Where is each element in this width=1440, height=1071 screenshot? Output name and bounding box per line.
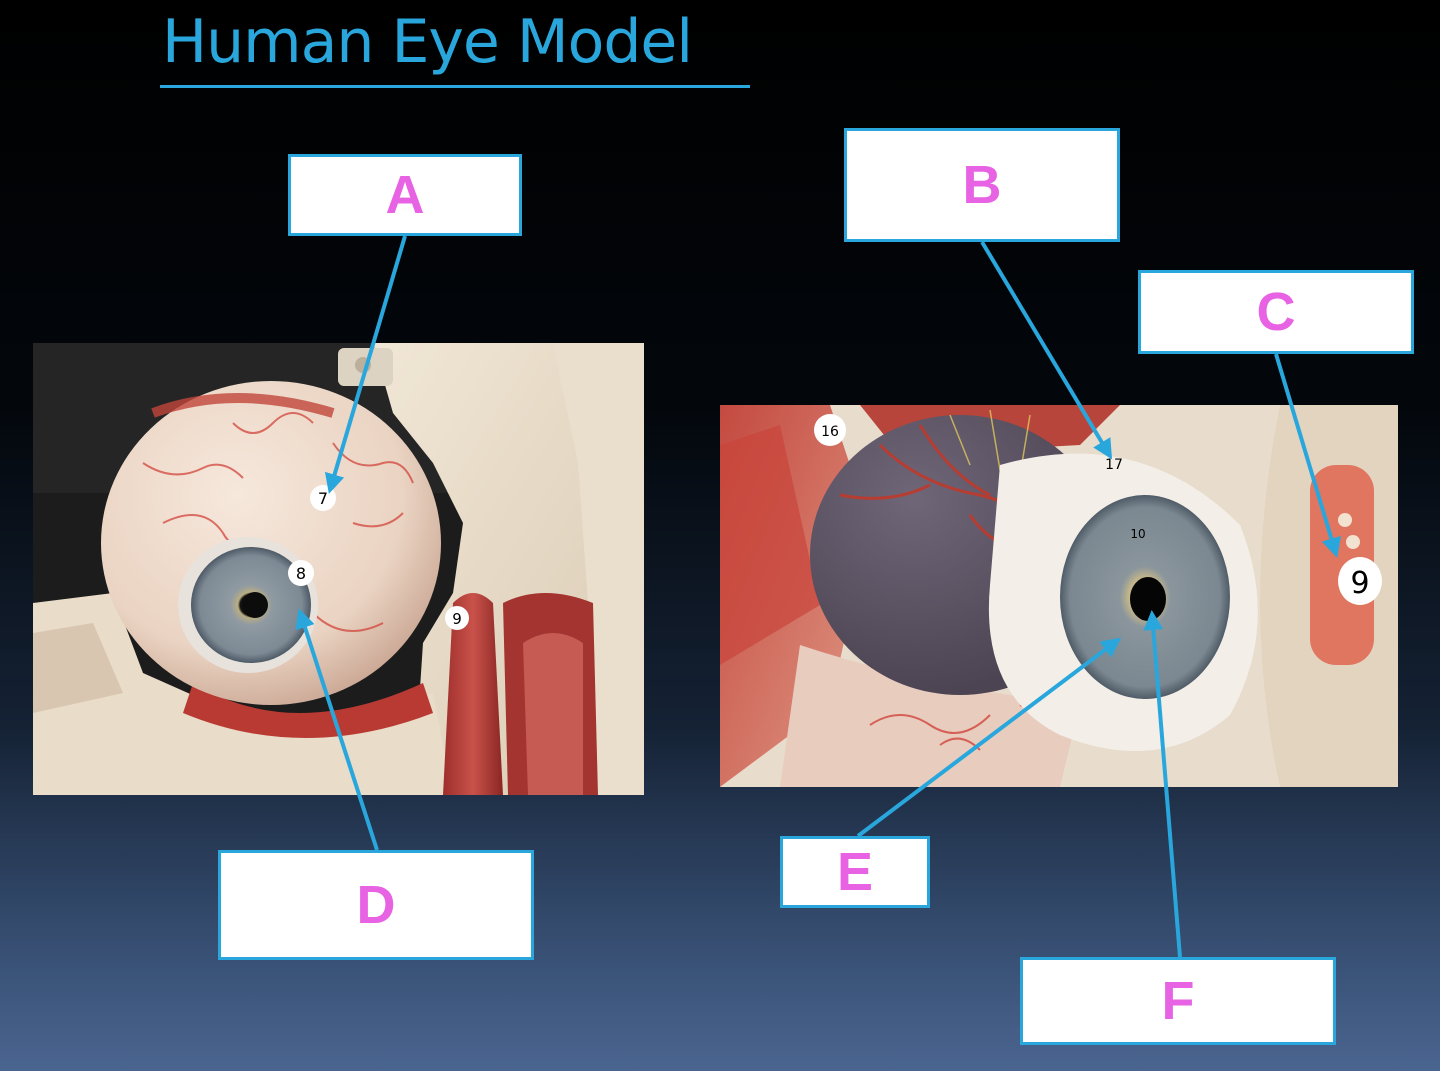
label-box-e[interactable]: E: [780, 836, 930, 908]
model-tag-7: 7: [318, 489, 328, 508]
label-letter-f: F: [1161, 971, 1195, 1031]
label-box-f[interactable]: F: [1020, 957, 1336, 1045]
eye-model-side-view-illustration: 7 8 9: [33, 343, 644, 795]
model-tag-9-right: 9: [1350, 566, 1369, 601]
title-underline: [160, 85, 750, 88]
label-box-c[interactable]: C: [1138, 270, 1414, 354]
model-tag-8: 8: [296, 564, 306, 583]
eye-model-front-view-photo: 16 17 10 9: [720, 405, 1398, 787]
eye-model-front-view-illustration: 16 17 10 9: [720, 405, 1398, 787]
model-tag-16: 16: [821, 424, 839, 440]
model-tag-9: 9: [452, 610, 462, 628]
label-letter-d: D: [356, 875, 396, 935]
page-title: Human Eye Model: [162, 7, 693, 77]
model-tag-17: 17: [1105, 457, 1123, 473]
label-box-b[interactable]: B: [844, 128, 1120, 242]
label-letter-c: C: [1256, 282, 1296, 342]
model-tag-10: 10: [1130, 527, 1145, 541]
label-letter-e: E: [836, 842, 874, 902]
label-box-d[interactable]: D: [218, 850, 534, 960]
label-letter-b: B: [962, 155, 1002, 215]
eye-model-side-view-photo: 7 8 9: [33, 343, 644, 795]
label-box-a[interactable]: A: [288, 154, 522, 236]
label-letter-a: A: [385, 165, 425, 225]
